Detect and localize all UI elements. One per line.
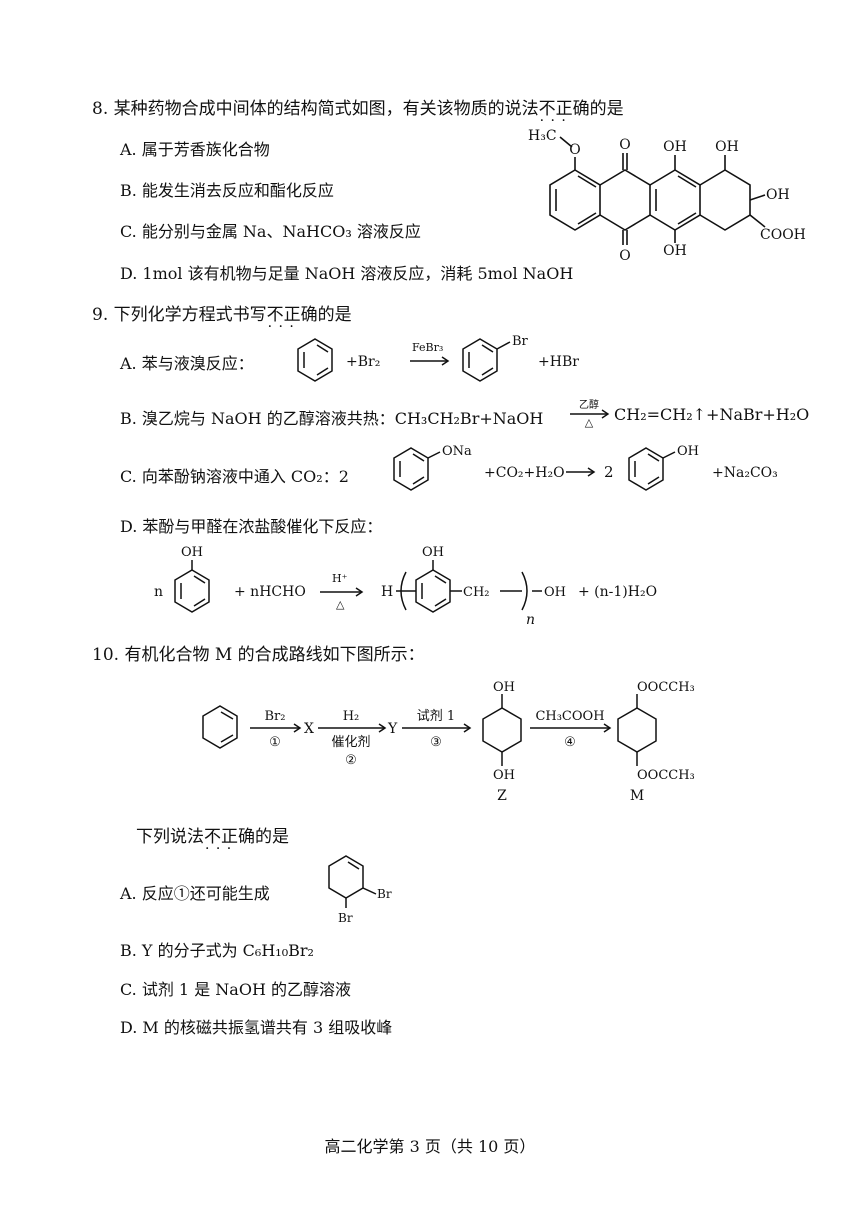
q8-option-c: C. 能分别与金属 Na、NaHCO₃ 溶液反应: [120, 222, 421, 241]
page-footer: 高二化学第 3 页（共 10 页）: [324, 1137, 536, 1156]
q9-c-coefficient: 2: [604, 463, 614, 481]
q9-d-water: + (n-1)H₂O: [578, 584, 657, 600]
q10-z-oh-top: OH: [493, 680, 515, 695]
q8-option-d: D. 1mol 该有机物与足量 NaOH 溶液反应，消耗 5mol NaOH: [120, 264, 574, 283]
q10-option-b: B. Y 的分子式为 C₆H₁₀Br₂: [120, 941, 314, 960]
q9-d-oh-end: OH: [544, 585, 566, 600]
q9-d-oh-polymer: OH: [422, 545, 444, 560]
q9-d-h: H: [381, 584, 393, 600]
q9-b-product: CH₂=CH₂↑+NaBr+H₂O: [614, 405, 810, 424]
q9-b-condition-bottom: △: [585, 416, 594, 429]
q10-ask: 下列说法不正确的是: [136, 822, 289, 847]
q10-z-label: Z: [497, 788, 507, 804]
q10-step3-number: ③: [430, 735, 442, 750]
q9-c-equation: ONa +CO₂+H₂O 2 OH +Na₂CO₃: [393, 444, 778, 491]
q10-step1-reagent: Br₂: [265, 709, 286, 724]
q8-structure-diagram: O H₃C O O OH OH OH OH COOH: [528, 128, 806, 264]
q9-d-n: n: [154, 584, 163, 600]
q8-group-oh-1: OH: [663, 139, 687, 155]
q10-step1-number: ①: [269, 735, 281, 750]
q9-a-equation: +Br₂ FeBr₃ Br +HBr: [297, 334, 579, 382]
q9-d-heat: △: [336, 598, 345, 611]
q8-emphasis: 不正确: [539, 99, 590, 119]
q10-m-label: M: [630, 788, 644, 804]
q9-option-c-label: C. 向苯酚钠溶液中通入 CO₂：2: [120, 467, 349, 486]
q10-synthesis-route: Br₂ ① X H₂ 催化剂 ② Y 试剂 1 ③ OH OH Z CH₃COO…: [202, 680, 695, 804]
q9-c-na2co3: +Na₂CO₃: [712, 465, 778, 481]
q10-step2-number: ②: [345, 753, 357, 768]
q8-group-oh-4: OH: [766, 187, 790, 203]
q9-a-catalyst: FeBr₃: [412, 341, 443, 354]
q10-a-br-bottom: Br: [338, 911, 353, 925]
q10-step4-number: ④: [564, 735, 576, 750]
q10-a-dibromo-structure: Br Br: [328, 855, 392, 925]
q10-y: Y: [387, 721, 398, 737]
q9-emphasis: 不正确: [267, 305, 318, 325]
q10-step3-reagent: 试剂 1: [417, 709, 455, 724]
q8-group-oh-2: OH: [663, 243, 687, 259]
q10-a-br-right: Br: [377, 887, 392, 901]
q10-step2-catalyst: 催化剂: [331, 735, 370, 750]
q9-option-d-label: D. 苯酚与甲醛在浓盐酸催化下反应：: [120, 517, 383, 536]
q9-a-hbr: +HBr: [538, 354, 579, 370]
q8-atom-o-bottom: O: [619, 248, 630, 264]
q10-m-ester-top: OOCCH₃: [637, 680, 695, 695]
q9-d-equation: n OH + nHCHO H⁺ △ H OH CH₂ n OH + (n-1)H…: [154, 545, 657, 628]
q10-x: X: [304, 721, 314, 737]
q8-option-a: A. 属于芳香族化合物: [120, 140, 270, 159]
q10-option-d: D. M 的核磁共振氢谱共有 3 组吸收峰: [120, 1018, 393, 1037]
q9-d-catalyst: H⁺: [332, 572, 348, 585]
q9-c-reagents: +CO₂+H₂O: [484, 465, 565, 481]
q9-c-oh: OH: [677, 444, 699, 459]
q8-option-b: B. 能发生消去反应和酯化反应: [120, 181, 334, 200]
q8-group-oh-3: OH: [715, 139, 739, 155]
q10-option-a: A. 反应①还可能生成: [120, 884, 270, 903]
q10-step4-reagent: CH₃COOH: [535, 709, 604, 724]
q8-atom-o-top: O: [619, 137, 630, 153]
q9-c-ona: ONa: [442, 444, 472, 459]
q10-option-c: C. 试剂 1 是 NaOH 的乙醇溶液: [120, 980, 351, 999]
q9-a-br2: +Br₂: [346, 354, 380, 370]
q10-m-ester-bottom: OOCCH₃: [637, 768, 695, 783]
q9-b-condition-top: 乙醇: [579, 398, 599, 411]
q9-b-arrow: 乙醇 △: [570, 398, 610, 429]
q8-group-cooh: COOH: [760, 227, 806, 243]
q9-d-hcho: + nHCHO: [234, 584, 306, 600]
q10-step2-reagent: H₂: [343, 709, 360, 724]
q9-d-ch2: CH₂: [463, 585, 490, 600]
q8-atom-o-methoxy: O: [569, 142, 580, 158]
q9-d-oh-phenol: OH: [181, 545, 203, 560]
q10-emphasis: 不正确: [204, 827, 255, 847]
q9-option-b: B. 溴乙烷与 NaOH 的乙醇溶液共热：CH₃CH₂Br+NaOH: [120, 409, 544, 428]
q9-option-a-label: A. 苯与液溴反应：: [120, 354, 254, 373]
q9-a-br: Br: [512, 334, 529, 349]
q9-d-subscript-n: n: [526, 612, 535, 628]
q8-group-h3c: H₃C: [528, 128, 557, 144]
q10-z-oh-bottom: OH: [493, 768, 515, 783]
q8-stem: 8. 某种药物合成中间体的结构简式如图，有关该物质的说法不正确的是: [92, 94, 624, 119]
q9-stem: 9. 下列化学方程式书写不正确的是: [92, 300, 352, 325]
q10-stem: 10. 有机化合物 M 的合成路线如下图所示：: [92, 645, 425, 665]
